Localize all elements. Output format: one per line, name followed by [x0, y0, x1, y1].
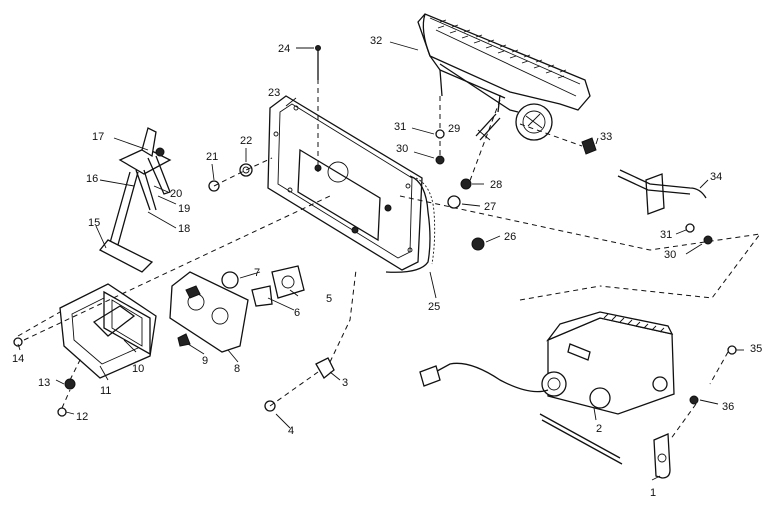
label-32: 32: [370, 35, 382, 47]
fitting-26: [471, 237, 485, 251]
label-30a: 30: [396, 143, 408, 155]
screw-36: [689, 395, 699, 405]
label-12: 12: [76, 411, 88, 423]
label-18: 18: [178, 223, 190, 235]
label-31b: 31: [660, 229, 672, 241]
label-11: 11: [100, 385, 111, 397]
label-27: 27: [484, 201, 496, 213]
label-5: 5: [326, 293, 332, 305]
bracket-3: [315, 357, 335, 379]
label-13: 13: [38, 377, 50, 389]
label-34: 34: [710, 171, 722, 183]
label-30b: 30: [664, 249, 676, 261]
label-29: 29: [448, 123, 460, 135]
label-14: 14: [12, 353, 24, 365]
label-7: 7: [254, 267, 260, 279]
label-1: 1: [650, 487, 656, 499]
screw-30b: [703, 235, 713, 245]
fitting-27: [447, 195, 461, 209]
nut-28: [460, 178, 472, 190]
gas-control-valve: [541, 311, 675, 415]
label-35: 35: [750, 343, 762, 355]
nut-13: [64, 378, 76, 390]
label-22: 22: [240, 135, 252, 147]
manifold-housing: [59, 283, 157, 379]
label-23: 23: [268, 87, 280, 99]
leader-lines: [17, 41, 744, 481]
label-36: 36: [722, 401, 734, 413]
thermocouple-bracket-34: [617, 169, 707, 215]
label-6: 6: [294, 307, 300, 319]
sensing-bulb: [539, 413, 623, 465]
label-19: 19: [178, 203, 190, 215]
part-number-labels: 1 2 3 4 5 6 7 8 9 10 11 12 13 14 15 16 1…: [12, 35, 762, 499]
label-21: 21: [206, 151, 218, 163]
cover-plate-8: [169, 271, 249, 353]
flex-tube-25: [385, 175, 431, 273]
gasket-5: [271, 265, 305, 299]
label-20: 20: [170, 188, 182, 200]
tube-29: [475, 113, 501, 141]
label-3: 3: [342, 377, 348, 389]
label-2: 2: [596, 423, 602, 435]
washer-31a: [435, 129, 445, 139]
washer-31b: [685, 223, 695, 233]
orifice-33: [581, 137, 597, 155]
screw-12: [57, 407, 67, 417]
bracket-15: [98, 239, 154, 273]
label-10: 10: [132, 363, 144, 375]
bracket-1: [653, 433, 671, 479]
window-7: [221, 271, 239, 289]
label-9: 9: [202, 355, 208, 367]
label-33: 33: [600, 131, 612, 143]
label-25: 25: [428, 301, 440, 313]
fitting-22: [239, 163, 253, 177]
window-6: [251, 285, 273, 307]
screw-30a: [435, 155, 445, 165]
label-15: 15: [88, 217, 100, 229]
label-16: 16: [86, 173, 98, 185]
label-26: 26: [504, 231, 516, 243]
clip-9: [177, 333, 191, 347]
thermocouple-tip: [419, 365, 441, 387]
label-8: 8: [234, 363, 240, 375]
screw-35: [727, 345, 737, 355]
thermocouple-lead: [427, 362, 549, 393]
label-17: 17: [92, 131, 104, 143]
burner-assembly: [417, 13, 591, 141]
screw-14: [13, 337, 23, 347]
label-28: 28: [490, 179, 502, 191]
label-31a: 31: [394, 121, 406, 133]
label-24: 24: [278, 43, 290, 55]
label-4: 4: [288, 425, 294, 437]
